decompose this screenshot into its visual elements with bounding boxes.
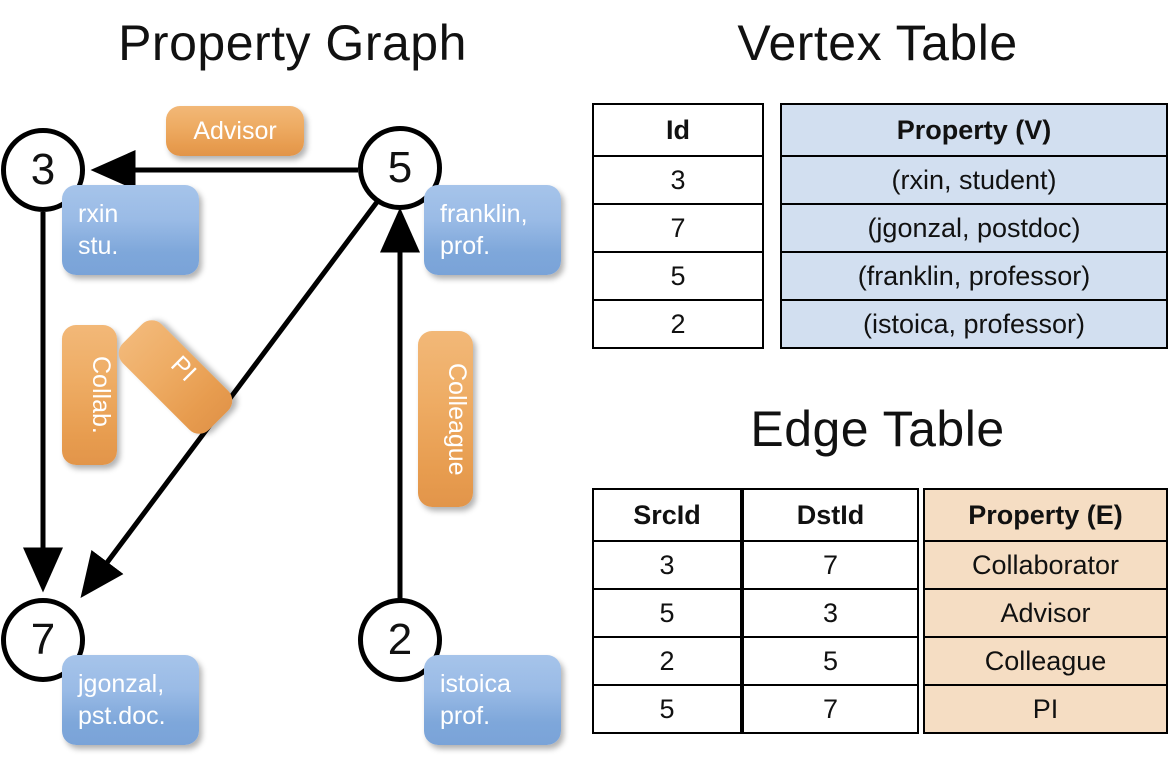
edge-label-advisor-text: Advisor <box>193 117 277 145</box>
edge-table-cell-dstid: 3 <box>742 588 919 638</box>
graph-node-2[interactable]: 2 <box>358 598 442 682</box>
table-row[interactable]: 2 <box>592 636 742 686</box>
edge-label-box-colleague[interactable]: Colleague <box>418 331 473 507</box>
table-row[interactable]: 2 <box>592 299 764 349</box>
edge-table-cell-srcid: 3 <box>592 540 742 590</box>
vertex-table-cell-property: (istoica, professor) <box>780 299 1168 349</box>
table-row[interactable]: 3 <box>742 588 919 638</box>
edge-table-property-column: Property (E) Collaborator Advisor Collea… <box>923 488 1168 734</box>
graph-node-5-label: 5 <box>387 143 413 192</box>
vertex-table-cell-property: (jgonzal, postdoc) <box>780 203 1168 253</box>
table-row[interactable]: (istoica, professor) <box>780 299 1168 349</box>
graph-node-3-label: 3 <box>30 145 56 194</box>
edge-table-header-srcid: SrcId <box>592 488 742 542</box>
vertex-property-franklin-line2: prof. <box>440 232 491 260</box>
vertex-property-box-jgonzal[interactable]: jgonzal, pst.doc. <box>62 655 199 745</box>
edge-label-box-advisor[interactable]: Advisor <box>166 106 304 156</box>
vertex-property-box-franklin[interactable]: franklin, prof. <box>424 185 561 275</box>
table-row[interactable]: 3 <box>592 155 764 205</box>
edge-table-header-property: Property (E) <box>923 488 1168 542</box>
vertex-property-rxin-line2: stu. <box>78 232 119 260</box>
vertex-property-jgonzal-line1: jgonzal, <box>78 670 165 698</box>
table-row[interactable]: 5 <box>592 588 742 638</box>
table-row[interactable]: (franklin, professor) <box>780 251 1168 301</box>
edge-table-cell-srcid: 5 <box>592 684 742 734</box>
vertex-table-cell-property: (rxin, student) <box>780 155 1168 205</box>
table-row[interactable]: 5 <box>742 636 919 686</box>
table-row[interactable]: PI <box>923 684 1168 734</box>
table-header-row: Property (E) <box>923 488 1168 542</box>
edge-table-header-dstid: DstId <box>742 488 919 542</box>
table-row[interactable]: 7 <box>742 540 919 590</box>
table-row[interactable]: Colleague <box>923 636 1168 686</box>
vertex-property-box-istoica[interactable]: istoica prof. <box>424 655 561 745</box>
table-header-row: SrcId <box>592 488 742 542</box>
edge-table-cell-srcid: 5 <box>592 588 742 638</box>
edge-table-srcid-column: SrcId 3 5 2 5 <box>592 488 742 734</box>
edge-table-cell-dstid: 5 <box>742 636 919 686</box>
edge-label-collab-text: Collab. <box>87 356 115 434</box>
table-row[interactable]: Advisor <box>923 588 1168 638</box>
edge-label-pi-text: PI <box>165 350 202 388</box>
table-row[interactable]: (rxin, student) <box>780 155 1168 205</box>
table-row[interactable]: 7 <box>742 684 919 734</box>
vertex-table-property-column: Property (V) (rxin, student) (jgonzal, p… <box>780 103 1168 349</box>
edge-table-cell-property: Advisor <box>923 588 1168 638</box>
table-row[interactable]: (jgonzal, postdoc) <box>780 203 1168 253</box>
table-row[interactable]: 5 <box>592 684 742 734</box>
vertex-property-rxin-line1: rxin <box>78 200 119 228</box>
page-title-vertex-table: Vertex Table <box>737 15 1018 71</box>
vertex-property-istoica-line2: prof. <box>440 702 491 730</box>
vertex-property-franklin-line1: franklin, <box>440 200 528 228</box>
graph-node-7-label: 7 <box>30 615 56 664</box>
vertex-table-header-property: Property (V) <box>780 103 1168 157</box>
vertex-table-cell-id: 7 <box>592 203 764 253</box>
vertex-table-cell-property: (franklin, professor) <box>780 251 1168 301</box>
table-row[interactable]: 5 <box>592 251 764 301</box>
vertex-property-istoica-line1: istoica <box>440 670 511 698</box>
page-title-edge-table: Edge Table <box>750 401 1005 457</box>
edge-table-cell-dstid: 7 <box>742 540 919 590</box>
vertex-table-cell-id: 2 <box>592 299 764 349</box>
vertex-table-id-column: Id 3 7 5 2 <box>592 103 764 349</box>
edge-table-cell-srcid: 2 <box>592 636 742 686</box>
vertex-property-box-rxin[interactable]: rxin stu. <box>62 185 199 275</box>
vertex-table-cell-id: 3 <box>592 155 764 205</box>
table-header-row: Id <box>592 103 764 157</box>
graph-node-2-label: 2 <box>387 615 413 664</box>
edge-table-cell-dstid: 7 <box>742 684 919 734</box>
edge-table-cell-property: Colleague <box>923 636 1168 686</box>
vertex-table-header-id: Id <box>592 103 764 157</box>
property-graph-diagram: 3 5 7 2 rxin stu. franklin, prof. jgonza… <box>1 106 561 745</box>
table-header-row: DstId <box>742 488 919 542</box>
table-row[interactable]: 7 <box>592 203 764 253</box>
edge-label-box-collab[interactable]: Collab. <box>62 325 117 465</box>
table-row[interactable]: 3 <box>592 540 742 590</box>
table-row[interactable]: Collaborator <box>923 540 1168 590</box>
page-title-property-graph: Property Graph <box>118 15 467 71</box>
vertex-property-jgonzal-line2: pst.doc. <box>78 702 166 730</box>
edge-table-dstid-column: DstId 7 3 5 7 <box>742 488 919 734</box>
edge-label-colleague-text: Colleague <box>443 362 471 476</box>
edge-table-cell-property: PI <box>923 684 1168 734</box>
edge-table-cell-property: Collaborator <box>923 540 1168 590</box>
table-header-row: Property (V) <box>780 103 1168 157</box>
vertex-table-cell-id: 5 <box>592 251 764 301</box>
